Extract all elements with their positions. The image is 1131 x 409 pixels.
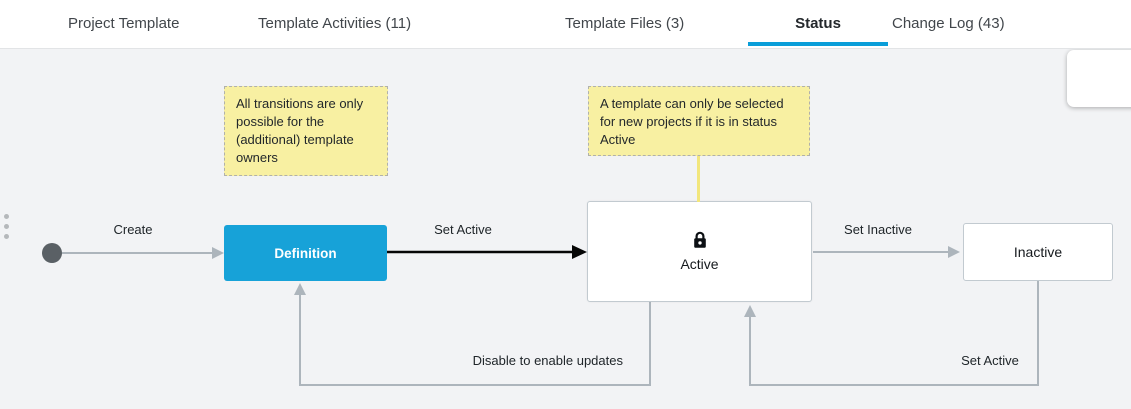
state-inactive[interactable]: Inactive (963, 223, 1113, 281)
floating-panel[interactable] (1067, 50, 1131, 107)
set-active-return-arrowhead (744, 305, 756, 317)
handle-dot (4, 234, 9, 239)
state-active-label: Active (680, 256, 719, 272)
note-transitions[interactable]: All transitions are only possible for th… (224, 86, 388, 176)
note-connector-line (697, 156, 700, 202)
transition-label-set-inactive: Set Inactive (844, 222, 912, 237)
transition-label-create: Create (113, 222, 153, 237)
lock-icon (693, 231, 706, 248)
set-inactive-arrowhead (948, 246, 960, 258)
transition-arrows (62, 245, 1039, 386)
state-active[interactable]: Active (587, 201, 812, 302)
state-definition-label: Definition (274, 245, 337, 261)
drag-handle[interactable] (3, 209, 13, 241)
handle-dot (4, 224, 9, 229)
state-inactive-label: Inactive (1013, 244, 1063, 260)
disable-arrowhead (294, 283, 306, 295)
tab-bar: Project Template Template Activities (11… (0, 0, 1131, 49)
tab-template-activities[interactable]: Template Activities (11) (258, 15, 412, 32)
note-active-selection[interactable]: A template can only be selected for new … (588, 86, 810, 156)
transition-label-disable: Disable to enable updates (472, 353, 623, 368)
transition-label-set-active: Set Active (434, 222, 492, 237)
state-definition[interactable]: Definition (224, 225, 387, 281)
tab-change-log[interactable]: Change Log (43) (892, 15, 1005, 32)
tab-project-template[interactable]: Project Template (68, 15, 180, 32)
start-node[interactable] (42, 243, 62, 263)
create-arrowhead (212, 247, 224, 259)
handle-dot (4, 214, 9, 219)
set-active-return-arrow-line (749, 281, 1039, 386)
diagram-canvas: Definition Active Inactive Create Set Ac… (0, 49, 1131, 409)
tab-status[interactable]: Status (748, 0, 888, 48)
disable-arrow-line (299, 294, 651, 386)
set-active-arrowhead (572, 245, 587, 259)
transition-label-set-active-return: Set Active (961, 353, 1019, 368)
tab-template-files[interactable]: Template Files (3) (565, 15, 685, 32)
